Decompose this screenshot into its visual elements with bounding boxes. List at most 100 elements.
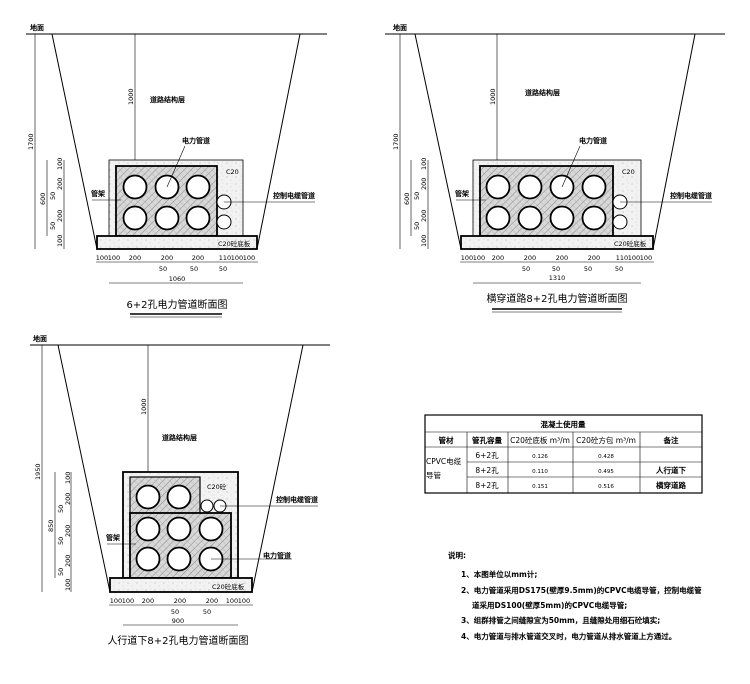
note-item: 2、电力管道采用DS175(壁厚9.5mm)的CPVC电缆导管，控制电缆管 (461, 585, 702, 595)
svg-text:1060: 1060 (169, 275, 186, 283)
svg-text:110: 110 (219, 254, 231, 262)
table-header: C20砼方包 m³/m (576, 435, 636, 445)
dim-total-depth: 1950 (34, 463, 42, 480)
svg-text:0.126: 0.126 (532, 454, 548, 460)
dim-left: 50 (413, 222, 421, 230)
svg-text:100: 100 (226, 597, 238, 605)
label-power-duct: 电力管道 (579, 136, 607, 145)
dim-left: 50 (49, 192, 57, 200)
table-row: 8+2孔 0.151 0.516 横穿道路 (475, 480, 686, 490)
svg-text:0.516: 0.516 (598, 484, 614, 490)
svg-text:50: 50 (522, 265, 530, 273)
label-power-duct: 电力管道 (263, 551, 291, 560)
svg-text:200: 200 (492, 254, 504, 262)
section-8plus2-road-crossing: 地面 1000 1700 600 100 200 50 200 50 100 1… (385, 23, 725, 313)
dim-left: 200 (64, 555, 72, 567)
svg-text:100: 100 (640, 254, 652, 262)
label-c20: C20 (622, 168, 635, 176)
svg-text:50: 50 (584, 265, 592, 273)
label-power-duct: 电力管道 (182, 136, 210, 145)
svg-text:8+2孔: 8+2孔 (475, 481, 499, 490)
svg-text:100: 100 (243, 254, 255, 262)
dim-left: 200 (420, 178, 428, 190)
dim-left: 50 (413, 192, 421, 200)
label-c20-base: C20砼底板 (218, 239, 251, 248)
dim-left: 50 (57, 537, 65, 545)
dim-left: 100 (64, 579, 72, 591)
svg-text:50: 50 (203, 608, 211, 616)
svg-text:0.110: 0.110 (532, 469, 548, 475)
ground-label: 地面 (33, 334, 47, 343)
dim-left: 100 (420, 235, 428, 247)
label-c20: C20砼 (207, 482, 227, 491)
base-slab (96, 235, 258, 250)
dim-left: 100 (56, 158, 64, 170)
dim-cover: 1000 (127, 88, 135, 105)
section-title: 横穿道路8+2孔电力管道断面图 (486, 292, 627, 305)
label-rack: 管架 (455, 189, 469, 198)
svg-text:100: 100 (461, 254, 473, 262)
notes-heading: 说明: (448, 550, 466, 560)
table-header: 管孔容量 (472, 435, 502, 445)
label-c20-base: C20砼底板 (614, 239, 647, 248)
dim-left: 100 (64, 472, 72, 484)
trench-right-wall (256, 33, 301, 250)
note-item: 道采用DS100(壁厚5mm)的CPVC电缆导管; (472, 600, 627, 610)
bottom-dims: 100 100 200 200 200 110 100 100 50 50 50… (96, 254, 255, 283)
svg-text:人行道下: 人行道下 (656, 465, 686, 475)
dim-left: 50 (49, 222, 57, 230)
section-title: 6+2孔电力管道断面图 (126, 298, 227, 311)
svg-text:1310: 1310 (549, 274, 566, 282)
dim-total-depth: 1700 (27, 133, 35, 150)
table-cell-material: CPVC电缆导管 (426, 457, 462, 480)
section-8plus2-sidewalk: 地面 1000 1950 850 100 200 50 200 50 200 5… (30, 334, 330, 647)
bottom-dims: 100 100 200 200 200 200 110 100 100 50 5… (461, 254, 652, 282)
dim-left: 200 (64, 525, 72, 537)
dim-cover: 1000 (489, 88, 497, 105)
svg-text:100: 100 (628, 254, 640, 262)
svg-text:100: 100 (110, 597, 122, 605)
svg-text:50: 50 (219, 265, 227, 273)
svg-text:110: 110 (616, 254, 628, 262)
svg-text:200: 200 (161, 254, 173, 262)
svg-text:200: 200 (524, 254, 536, 262)
table-header: 备注 (663, 435, 679, 445)
dim-left: 100 (56, 235, 64, 247)
svg-text:8+2孔: 8+2孔 (475, 466, 499, 475)
label-c20: C20 (226, 168, 239, 176)
svg-text:0.495: 0.495 (598, 469, 614, 475)
svg-text:100: 100 (238, 597, 250, 605)
table-title: 混凝土使用量 (541, 419, 586, 429)
svg-text:200: 200 (174, 597, 186, 605)
section-6plus2: 地面 1000 1700 600 100 200 50 200 50 100 1… (26, 23, 327, 318)
svg-text:100: 100 (108, 254, 120, 262)
dim-block-height: 850 (47, 520, 55, 532)
dim-cover: 1000 (140, 398, 148, 415)
dim-left: 100 (420, 158, 428, 170)
svg-text:50: 50 (552, 265, 560, 273)
trench-left-wall (51, 33, 98, 250)
svg-text:200: 200 (192, 254, 204, 262)
svg-text:900: 900 (172, 617, 184, 625)
ground-label: 地面 (30, 23, 44, 32)
svg-text:横穿道路: 横穿道路 (656, 480, 686, 490)
svg-text:100: 100 (473, 254, 485, 262)
dim-left: 50 (57, 568, 65, 576)
label-road-layer: 道路结构层 (162, 433, 197, 442)
dim-block-height: 600 (403, 193, 411, 205)
notes: 说明: 1、本图单位以mm计; 2、电力管道采用DS175(壁厚9.5mm)的C… (448, 550, 702, 641)
svg-text:50: 50 (615, 265, 623, 273)
svg-text:100: 100 (96, 254, 108, 262)
dim-left: 200 (420, 210, 428, 222)
ground-label: 地面 (393, 23, 407, 32)
note-item: 1、本图单位以mm计; (461, 569, 537, 579)
dim-left: 200 (64, 493, 72, 505)
label-rack: 管架 (106, 533, 120, 542)
svg-text:50: 50 (171, 608, 179, 616)
svg-text:0.151: 0.151 (532, 484, 548, 490)
svg-text:0.428: 0.428 (598, 454, 614, 460)
dim-left: 200 (56, 178, 64, 190)
table-row: 8+2孔 0.110 0.495 人行道下 (475, 465, 686, 475)
bottom-dims: 100 100 200 200 200 100 100 50 50 900 (110, 597, 250, 625)
